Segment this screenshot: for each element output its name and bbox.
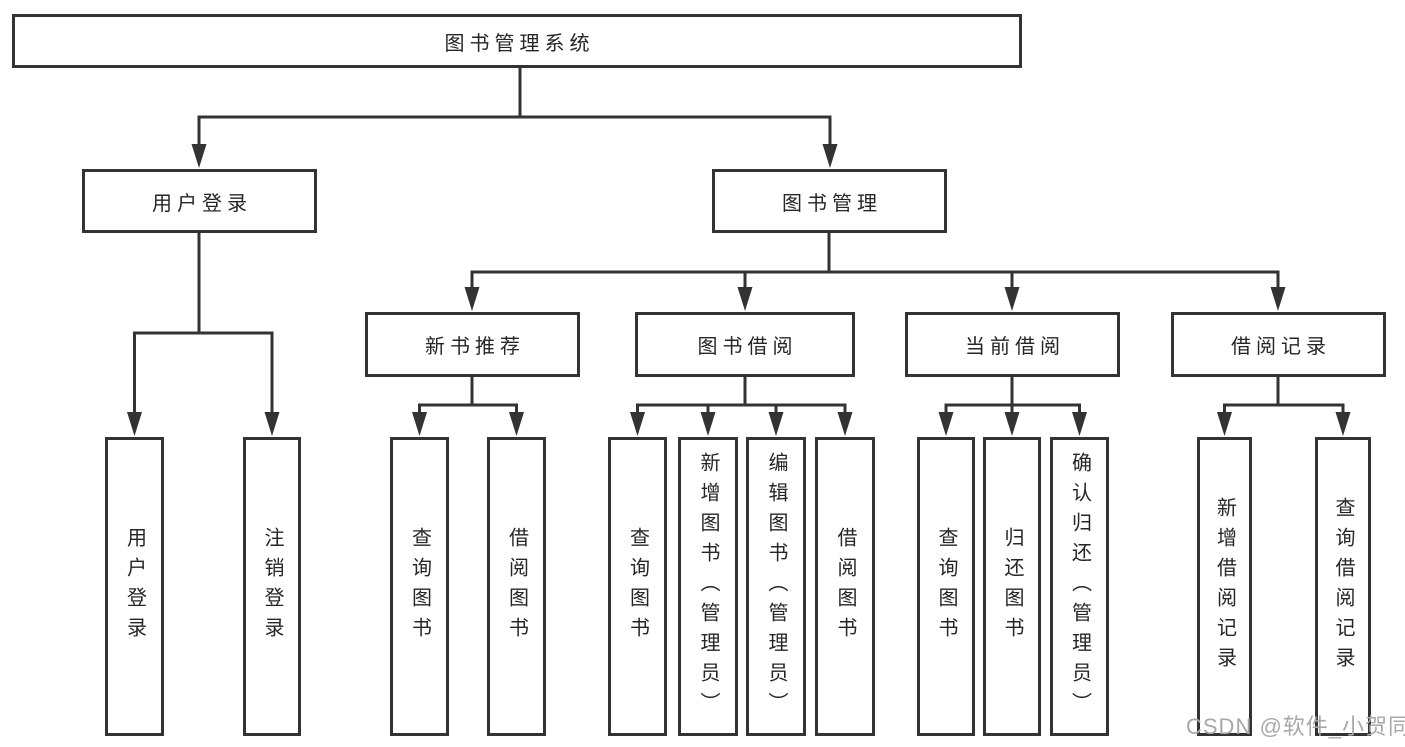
leaf-query-books-1: 查询图书 — [390, 437, 449, 736]
node-label: 新增借阅记录 — [1213, 496, 1236, 677]
leaf-query-books-3: 查询图书 — [917, 437, 975, 736]
node-label: 编辑图书（管理员） — [765, 451, 787, 722]
node-new-book-recommendation: 新书推荐 — [365, 312, 580, 377]
node-label: 图书借阅 — [697, 336, 798, 358]
node-label: 借阅记录 — [1231, 336, 1331, 358]
node-borrowing-records: 借阅记录 — [1171, 312, 1386, 377]
csdn-watermark: CSDN @软件_小贺同学 — [1186, 714, 1405, 739]
node-label: 查询借阅记录 — [1332, 496, 1354, 677]
node-label: 新增图书（管理员） — [697, 451, 719, 722]
node-label: 借阅图书 — [505, 526, 528, 647]
node-label: 用户登录 — [123, 526, 146, 647]
leaf-query-borrow-record: 查询借阅记录 — [1315, 437, 1371, 736]
node-label: 查询图书 — [935, 526, 957, 647]
node-label: 查询图书 — [626, 526, 649, 647]
leaf-add-borrow-record: 新增借阅记录 — [1197, 437, 1252, 736]
node-label: 归还图书 — [1001, 526, 1023, 647]
leaf-return-books: 归还图书 — [983, 437, 1041, 736]
leaf-borrow-books-2: 借阅图书 — [815, 437, 875, 736]
leaf-edit-books-admin: 编辑图书（管理员） — [746, 437, 806, 736]
leaf-logout: 注销登录 — [243, 437, 301, 736]
node-label: 用户登录 — [152, 192, 252, 215]
node-label: 查询图书 — [408, 526, 431, 647]
node-book-management: 图书管理 — [712, 169, 947, 233]
node-library-management-system: 图书管理系统 — [12, 14, 1022, 68]
node-label: 新书推荐 — [425, 336, 525, 358]
node-label: 图书管理系统 — [444, 32, 595, 55]
node-label: 图书管理 — [782, 192, 882, 215]
leaf-add-books-admin: 新增图书（管理员） — [678, 437, 738, 736]
leaf-confirm-return-admin: 确认归还（管理员） — [1050, 437, 1109, 736]
node-current-borrowing: 当前借阅 — [905, 312, 1120, 377]
node-label: 确认归还（管理员） — [1068, 451, 1091, 722]
node-label: 借阅图书 — [834, 526, 856, 647]
leaf-query-books-2: 查询图书 — [608, 437, 667, 736]
node-user-login: 用户登录 — [82, 169, 317, 233]
node-label: 注销登录 — [261, 526, 283, 647]
node-label: 当前借阅 — [965, 336, 1065, 358]
leaf-user-login: 用户登录 — [105, 437, 164, 736]
leaf-borrow-books-1: 借阅图书 — [487, 437, 546, 736]
node-book-borrowing: 图书借阅 — [635, 312, 855, 377]
